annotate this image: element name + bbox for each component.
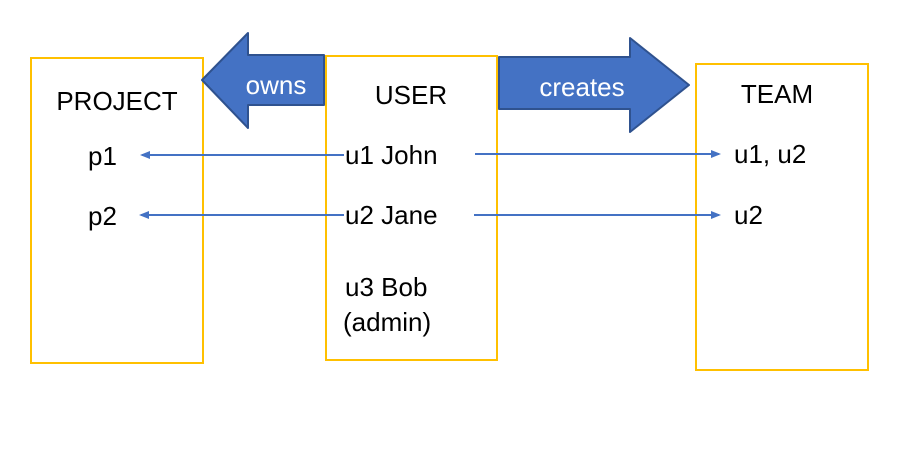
team-item-row2: u2 bbox=[734, 200, 763, 230]
owns-block-arrow-icon bbox=[201, 32, 325, 129]
project-item-p2: p2 bbox=[88, 201, 117, 231]
team-item-row1: u1, u2 bbox=[734, 139, 807, 169]
user-box-title: USER bbox=[374, 80, 448, 110]
project-box bbox=[30, 57, 204, 364]
creates-block-arrow-icon bbox=[498, 37, 690, 133]
project-item-p1: p1 bbox=[88, 141, 117, 171]
user-item-u3: u3 Bob bbox=[345, 272, 428, 302]
creates-arrow-label: creates bbox=[539, 72, 625, 102]
owns-arrow-label: owns bbox=[245, 70, 307, 100]
team-box bbox=[695, 63, 869, 371]
project-box-title: PROJECT bbox=[56, 86, 178, 116]
user-item-u3-admin-note: (admin) bbox=[343, 307, 432, 337]
user-box bbox=[325, 55, 498, 361]
user-item-u1: u1 John bbox=[345, 140, 438, 170]
user-item-u2: u2 Jane bbox=[345, 200, 438, 230]
team-box-title: TEAM bbox=[740, 79, 814, 109]
